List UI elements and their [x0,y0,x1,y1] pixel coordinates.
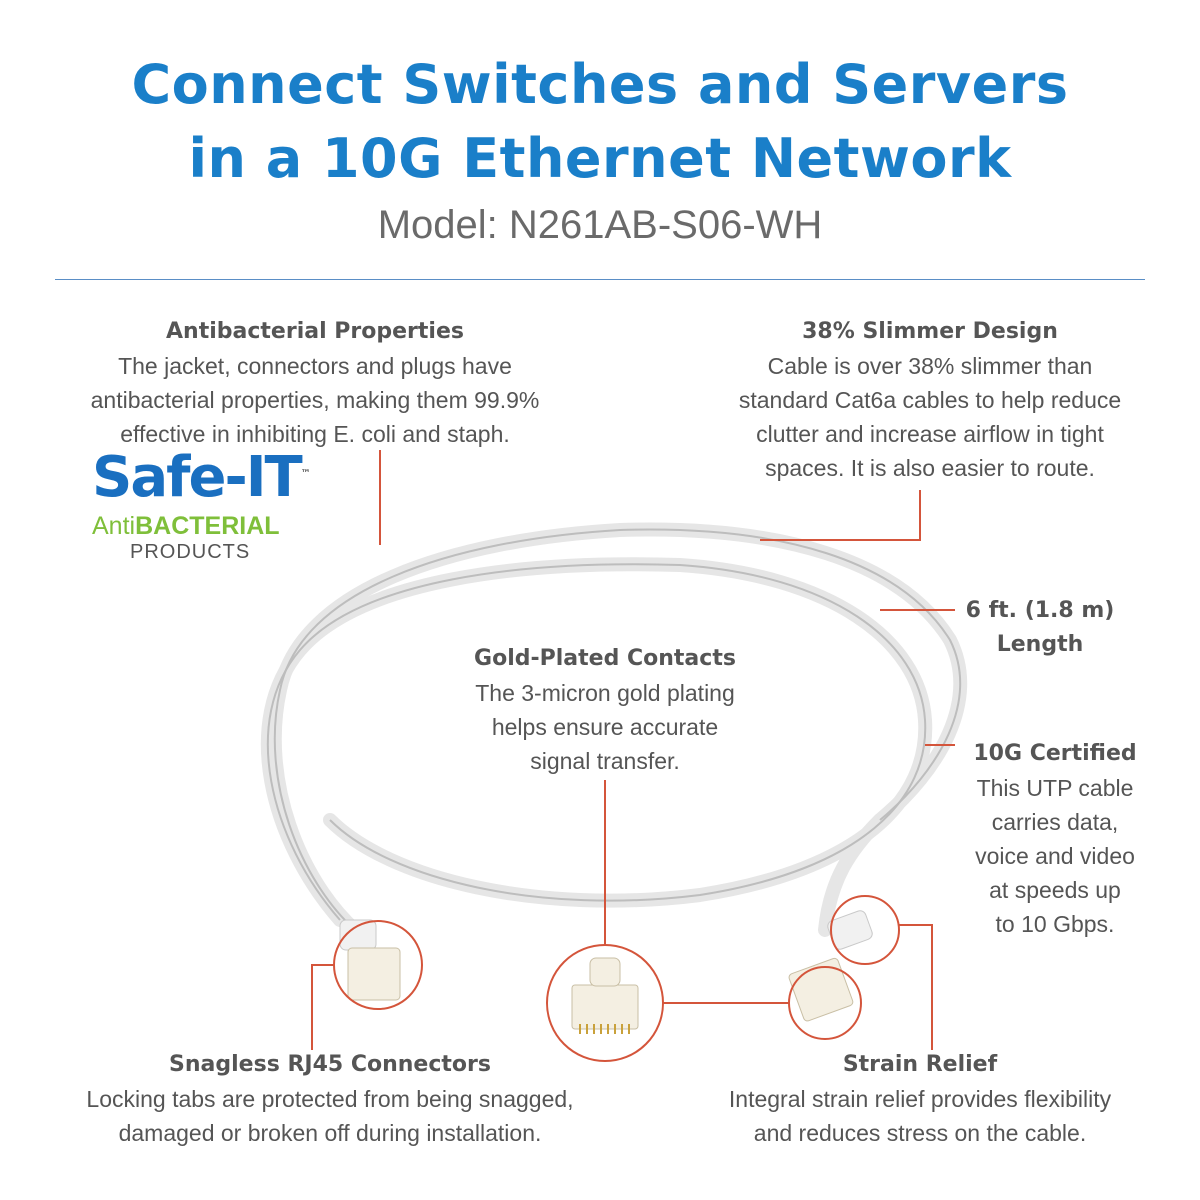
callout-title: Gold-Plated Contacts [474,646,736,671]
callout-line: antibacterial properties, making them 99… [90,387,540,413]
callout-line: carries data, [991,809,1119,835]
callout-length: 6 ft. (1.8 m) Length [955,594,1125,662]
logo-anti-text: Anti [92,512,136,540]
callout-line: standard Cat6a cables to help reduce [738,387,1122,413]
callout-line: spaces. It is also easier to route. [765,455,1095,481]
callout-title: 38% Slimmer Design [802,319,1058,344]
callout-snagless-connectors: Snagless RJ45 Connectors Locking tabs ar… [40,1048,620,1150]
callout-title: Strain Relief [842,1052,998,1077]
callout-line: The 3-micron gold plating [475,680,735,706]
callout-line: damaged or broken off during installatio… [118,1120,542,1146]
logo-bacterial-text: BACTERIAL [135,512,280,540]
callout-title: Length [996,632,1084,657]
safe-it-logo-text: Safe-IT [92,445,303,510]
model-number: Model: N261AB-S06-WH [377,203,823,247]
callout-slimmer-design: 38% Slimmer Design Cable is over 38% sli… [700,315,1160,485]
page-title-line1: Connect Switches and Servers [131,53,1069,116]
callout-line: voice and video [975,843,1135,869]
contacts-closeup [571,957,639,1034]
page-title-line2: in a 10G Ethernet Network [188,127,1012,190]
callout-title: Antibacterial Properties [166,319,464,344]
callout-line: clutter and increase airflow in tight [756,421,1104,447]
callout-title: 6 ft. (1.8 m) [965,598,1115,623]
callout-10g-certified: 10G Certified This UTP cable carries dat… [955,737,1155,941]
callout-antibacterial: Antibacterial Properties The jacket, con… [40,315,590,451]
callout-line: The jacket, connectors and plugs have [118,353,512,379]
callout-line: Cable is over 38% slimmer than [767,353,1093,379]
callout-line: signal transfer. [530,748,680,774]
callout-line: This UTP cable [976,775,1134,801]
callout-line: effective in inhibiting E. coli and stap… [120,421,510,447]
logo-antibacterial: AntiBACTERIAL [92,512,280,541]
header-divider [55,279,1145,280]
callout-gold-contacts: Gold-Plated Contacts The 3-micron gold p… [440,642,770,778]
callout-strain-relief: Strain Relief Integral strain relief pro… [680,1048,1160,1150]
callout-line: and reduces stress on the cable. [753,1120,1087,1146]
callout-line: to 10 Gbps. [995,911,1115,937]
callout-line: at speeds up [989,877,1121,903]
rj45-connector-left [339,919,401,1001]
callout-line: Locking tabs are protected from being sn… [86,1086,574,1112]
callout-line: helps ensure accurate [491,714,719,740]
callout-title: Snagless RJ45 Connectors [169,1052,491,1077]
cable-outline [266,528,962,931]
trademark-mark: ™ [300,468,311,480]
logo-products: PRODUCTS [130,541,251,563]
callout-line: Integral strain relief provides flexibil… [728,1086,1112,1112]
safe-it-logo: Safe-IT™ [92,445,311,510]
leader-lines [311,450,955,1050]
callout-title: 10G Certified [973,741,1137,766]
